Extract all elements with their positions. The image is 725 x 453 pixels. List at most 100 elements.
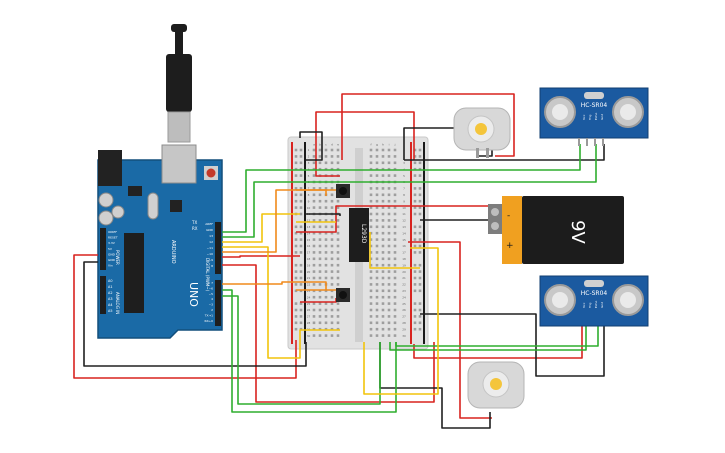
rail-hole[interactable]	[294, 174, 298, 177]
breadboard-hole[interactable]	[318, 276, 322, 280]
breadboard-hole[interactable]	[375, 155, 379, 158]
breadboard-hole[interactable]	[381, 270, 385, 273]
breadboard-hole[interactable]	[393, 327, 397, 331]
breadboard-hole[interactable]	[324, 238, 328, 241]
breadboard-hole[interactable]	[318, 199, 322, 203]
rail-hole[interactable]	[418, 238, 422, 241]
wire-orange[interactable]	[222, 281, 327, 290]
wire-black[interactable]	[404, 144, 605, 161]
breadboard-hole[interactable]	[336, 148, 340, 152]
breadboard-hole[interactable]	[369, 321, 373, 325]
breadboard-hole[interactable]	[330, 148, 334, 152]
breadboard-hole[interactable]	[312, 148, 316, 152]
breadboard-hole[interactable]	[387, 276, 391, 280]
breadboard-hole[interactable]	[369, 263, 373, 267]
rail-hole[interactable]	[413, 231, 417, 235]
rail-hole[interactable]	[418, 155, 422, 158]
rail-hole[interactable]	[413, 308, 417, 312]
rail-hole[interactable]	[413, 225, 417, 229]
rail-hole[interactable]	[418, 327, 422, 331]
breadboard-hole[interactable]	[324, 155, 328, 158]
wire-green[interactable]	[222, 289, 397, 413]
rail-hole[interactable]	[299, 283, 303, 286]
breadboard-hole[interactable]	[330, 334, 334, 337]
rail-hole[interactable]	[299, 270, 303, 273]
breadboard-hole[interactable]	[318, 257, 322, 261]
breadboard-hole[interactable]	[312, 257, 316, 261]
wire-orange[interactable]	[222, 189, 327, 253]
breadboard-hole[interactable]	[336, 161, 340, 165]
breadboard-hole[interactable]	[375, 193, 379, 197]
rail-hole[interactable]	[418, 263, 422, 267]
breadboard-hole[interactable]	[369, 225, 373, 229]
breadboard-hole[interactable]	[336, 231, 340, 235]
breadboard-hole[interactable]	[318, 251, 322, 254]
breadboard-hole[interactable]	[318, 148, 322, 152]
breadboard-hole[interactable]	[312, 187, 316, 190]
breadboard-hole[interactable]	[312, 315, 316, 318]
breadboard-hole[interactable]	[336, 219, 340, 222]
breadboard-hole[interactable]	[312, 283, 316, 286]
breadboard-hole[interactable]	[381, 289, 385, 293]
breadboard-hole[interactable]	[381, 263, 385, 267]
breadboard-hole[interactable]	[324, 257, 328, 261]
breadboard-hole[interactable]	[393, 155, 397, 158]
wire-black[interactable]	[299, 131, 323, 161]
breadboard-hole[interactable]	[324, 321, 328, 325]
breadboard-hole[interactable]	[318, 193, 322, 197]
breadboard-hole[interactable]	[330, 161, 334, 165]
breadboard-hole[interactable]	[336, 302, 340, 305]
breadboard-hole[interactable]	[318, 206, 322, 209]
breadboard-hole[interactable]	[318, 334, 322, 337]
breadboard-hole[interactable]	[312, 174, 316, 177]
breadboard-hole[interactable]	[369, 212, 373, 216]
breadboard-hole[interactable]	[318, 225, 322, 229]
breadboard-hole[interactable]	[387, 289, 391, 293]
breadboard-hole[interactable]	[387, 321, 391, 325]
breadboard-hole[interactable]	[324, 251, 328, 254]
breadboard-hole[interactable]	[330, 238, 334, 241]
breadboard-hole[interactable]	[369, 174, 373, 177]
breadboard-hole[interactable]	[330, 295, 334, 299]
breadboard-hole[interactable]	[369, 302, 373, 305]
breadboard-hole[interactable]	[318, 321, 322, 325]
breadboard-hole[interactable]	[393, 193, 397, 197]
breadboard-hole[interactable]	[336, 276, 340, 280]
breadboard-hole[interactable]	[312, 161, 316, 165]
breadboard-hole[interactable]	[387, 161, 391, 165]
rail-hole[interactable]	[299, 251, 303, 254]
rail-hole[interactable]	[294, 225, 298, 229]
breadboard-hole[interactable]	[393, 289, 397, 293]
wire-red[interactable]	[408, 241, 492, 419]
breadboard-hole[interactable]	[369, 251, 373, 254]
rail-hole[interactable]	[294, 155, 298, 158]
rail-hole[interactable]	[418, 251, 422, 254]
breadboard-hole[interactable]	[312, 238, 316, 241]
rail-hole[interactable]	[413, 244, 417, 248]
rail-hole[interactable]	[418, 161, 422, 165]
breadboard-hole[interactable]	[369, 219, 373, 222]
rail-hole[interactable]	[418, 187, 422, 190]
breadboard-hole[interactable]	[330, 270, 334, 273]
rail-hole[interactable]	[294, 283, 298, 286]
breadboard-hole[interactable]	[330, 321, 334, 325]
breadboard-hole[interactable]	[369, 161, 373, 165]
breadboard-hole[interactable]	[369, 276, 373, 280]
breadboard-hole[interactable]	[318, 315, 322, 318]
breadboard-hole[interactable]	[375, 225, 379, 229]
rail-hole[interactable]	[413, 315, 417, 318]
rail-hole[interactable]	[418, 193, 422, 197]
breadboard-hole[interactable]	[312, 276, 316, 280]
breadboard-hole[interactable]	[312, 321, 316, 325]
rail-hole[interactable]	[299, 263, 303, 267]
rail-hole[interactable]	[299, 308, 303, 312]
wire-red[interactable]	[296, 205, 414, 233]
breadboard-hole[interactable]	[375, 244, 379, 248]
breadboard-hole[interactable]	[318, 155, 322, 158]
rail-hole[interactable]	[299, 321, 303, 325]
breadboard-hole[interactable]	[375, 295, 379, 299]
rail-hole[interactable]	[299, 174, 303, 177]
breadboard-hole[interactable]	[387, 212, 391, 216]
rail-hole[interactable]	[413, 263, 417, 267]
breadboard-hole[interactable]	[330, 302, 334, 305]
